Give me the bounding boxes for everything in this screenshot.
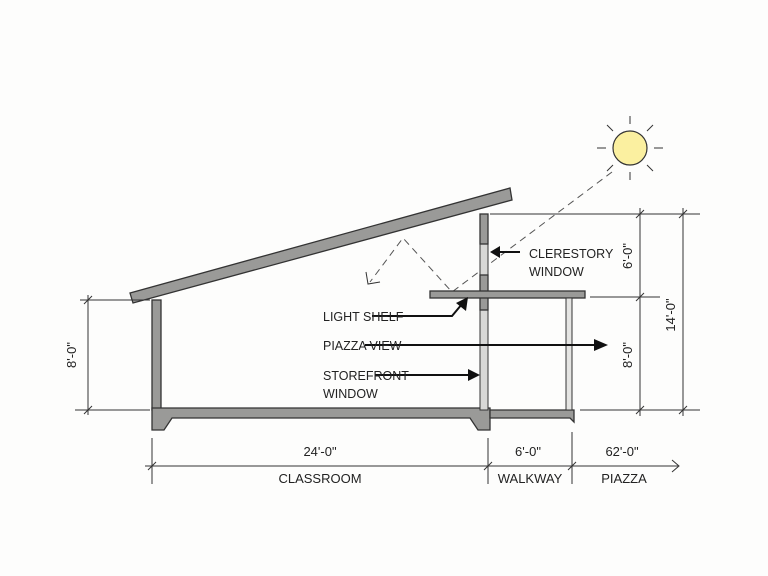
piazza-view-label: PIAZZA VIEW — [323, 339, 402, 353]
classroom-width-dim: 24'-0" — [303, 444, 337, 459]
clerestory-label: CLERESTORY — [529, 247, 614, 261]
roof-slab — [129, 187, 513, 304]
canopy-post — [565, 297, 573, 411]
daylight-ray — [365, 171, 613, 293]
piazza-label: PIAZZA — [601, 471, 647, 486]
upper-height-dim: 6'-0" — [620, 243, 635, 269]
clerestory-header — [479, 213, 489, 245]
clerestory-label-2: WINDOW — [529, 265, 584, 279]
total-height-dim: 14'-0" — [663, 298, 678, 332]
dimension-lines — [75, 208, 700, 484]
walkway-width-dim: 6'-0" — [515, 444, 541, 459]
callout-arrows — [365, 246, 608, 381]
storefront-label-2: WINDOW — [323, 387, 378, 401]
lower-height-dim: 8'-0" — [620, 342, 635, 368]
walkway-slab — [489, 409, 575, 424]
classroom-label: CLASSROOM — [278, 471, 361, 486]
left-height-dim: 8'-0" — [64, 342, 79, 368]
walkway-label: WALKWAY — [498, 471, 563, 486]
classroom-floor-slab — [151, 407, 491, 431]
sun-icon — [597, 116, 663, 180]
piazza-width-dim: 62'-0" — [605, 444, 639, 459]
storefront-label: STOREFRONT — [323, 369, 409, 383]
left-wall — [151, 299, 162, 411]
light-shelf-label: LIGHT SHELF — [323, 310, 404, 324]
light-shelf — [429, 290, 586, 299]
